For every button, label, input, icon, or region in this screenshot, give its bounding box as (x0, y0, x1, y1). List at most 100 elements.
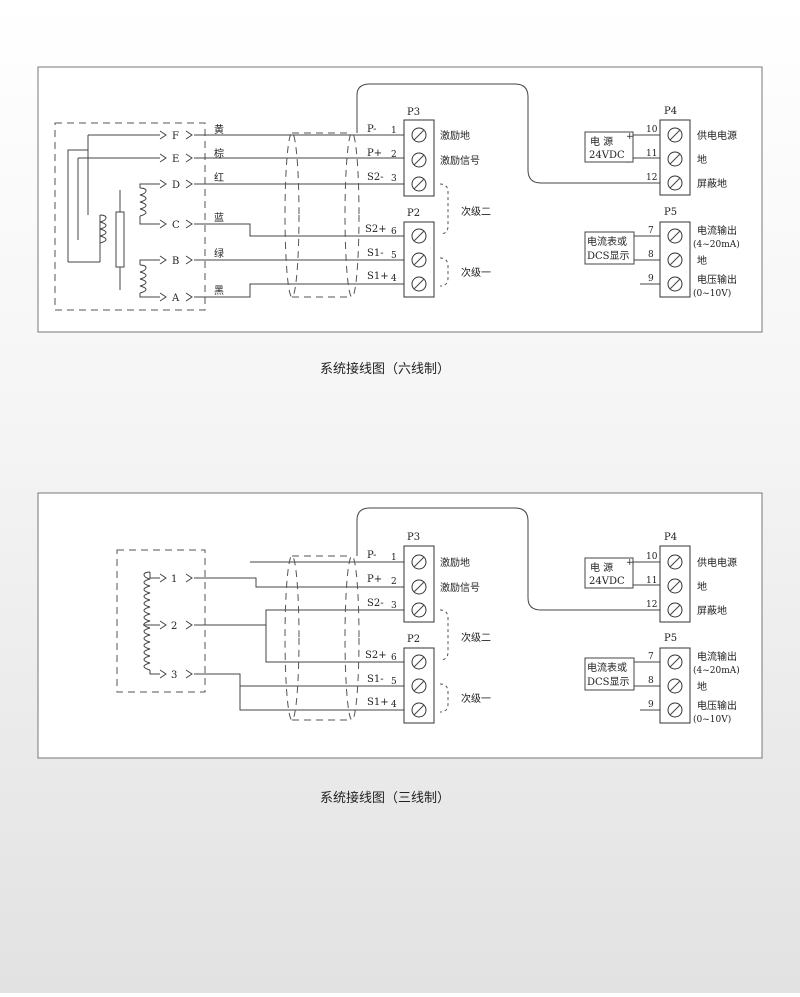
p2-pin6-number: 6 (391, 653, 397, 663)
p3-pin3-number: 3 (391, 174, 397, 184)
power-box-voltage: 24VDC (589, 576, 625, 587)
p2-pin5-number: 5 (391, 251, 397, 261)
p2-screws (411, 654, 427, 718)
secondary2-label: 次级二 (461, 205, 491, 218)
shield-ground-wire (356, 507, 665, 611)
lead-label-3: 3 (171, 670, 177, 681)
p4-pin10-number: 10 (646, 125, 658, 135)
sensor-housing (54, 122, 206, 311)
power-box-voltage: 24VDC (589, 150, 625, 161)
p2-pin6-signal: S2+ (365, 224, 387, 235)
p5-pin8-desc: 地 (697, 680, 707, 693)
p3-pin1-signal: P- (367, 124, 377, 135)
primary-coil (99, 214, 107, 262)
p5-title: P5 (664, 633, 677, 644)
p4-pin11-desc: 地 (697, 580, 707, 593)
p3-screws (411, 127, 427, 192)
p5-pin9-desc: 电压输出 (697, 273, 737, 286)
meter-box-line2: DCS显示 (587, 250, 630, 262)
p4-pin11-number: 11 (646, 576, 657, 586)
meter-box-line2: DCS显示 (587, 676, 630, 688)
lead-label-c: C (172, 220, 180, 231)
p4-pin11-number: 11 (646, 149, 657, 159)
cable-wires (194, 561, 405, 711)
p2-pin6-signal: S2+ (365, 650, 387, 661)
meter-box (584, 231, 635, 265)
meter-box-line1: 电流表或 (587, 235, 627, 248)
p5-pin7-number: 7 (648, 652, 654, 662)
power-plus-sign: + (626, 132, 634, 142)
wire-color-blue: 蓝 (214, 212, 224, 224)
p5-title: P5 (664, 207, 677, 218)
secondary1-bracket (439, 257, 449, 287)
lead-label-1: 1 (171, 574, 177, 585)
transducer-coil (143, 571, 151, 671)
p5-pin7-range: (4~20mA) (693, 239, 740, 250)
p4-pin10-desc: 供电电源 (697, 556, 737, 569)
power-box-label: 电 源 (590, 135, 613, 148)
core-rod (115, 211, 125, 268)
secondary2-label: 次级二 (461, 631, 491, 644)
wire-color-yellow: 黄 (214, 123, 224, 136)
power-supply-box (584, 557, 634, 589)
coil-taps (143, 572, 160, 675)
meter-box (584, 657, 635, 691)
p2-pin5-number: 5 (391, 677, 397, 687)
sensor-leads (77, 134, 160, 298)
p2-pin5-signal: S1- (367, 674, 384, 685)
p5-pin9-range: (0~10V) (693, 714, 731, 725)
p3-title: P3 (407, 107, 420, 118)
p2-title: P2 (407, 634, 420, 645)
p2-title: P2 (407, 208, 420, 219)
three-wire-caption: 系统接线图（三线制） (320, 790, 450, 806)
p3-screws (411, 554, 427, 618)
p5-pin8-number: 8 (648, 676, 654, 686)
wire-color-red: 红 (214, 171, 224, 184)
p3-pin2-desc: 激励信号 (440, 581, 480, 594)
p2-screws (411, 228, 427, 292)
cable-shield-right (344, 555, 360, 721)
power-supply-box (584, 131, 634, 163)
p5-pin8-desc: 地 (697, 254, 707, 267)
p2-pin4-number: 4 (391, 700, 397, 710)
p5-pin9-desc: 电压输出 (697, 699, 737, 712)
sensor-housing (116, 549, 206, 693)
p3-title: P3 (407, 532, 420, 543)
lead-label-b: B (172, 256, 179, 267)
p3-pin2-signal: P+ (367, 148, 382, 159)
p3-pin1-desc: 激励地 (440, 556, 470, 569)
primary-lead-wire (67, 149, 88, 262)
p4-pin10-desc: 供电电源 (697, 129, 737, 142)
six-wire-caption: 系统接线图（六线制） (320, 361, 450, 377)
lead-label-a: A (171, 293, 180, 304)
six-wire-diagram: F E D C B A 黄 棕 红 蓝 绿 黑 P3 (37, 66, 763, 377)
wire-color-brown: 棕 (214, 147, 224, 160)
p3-pin2-signal: P+ (367, 574, 382, 585)
p3-pin1-number: 1 (391, 553, 397, 563)
p3-pin1-number: 1 (391, 126, 397, 136)
p2-pin4-signal: S1+ (367, 271, 389, 282)
p4-pin12-desc: 屏蔽地 (697, 604, 727, 617)
p5-pin8-number: 8 (648, 250, 654, 260)
p4-pin10-number: 10 (646, 552, 658, 562)
p3-pin1-desc: 激励地 (440, 129, 470, 142)
p4-title: P4 (664, 106, 677, 117)
p5-screws (667, 654, 683, 718)
p3-pin2-desc: 激励信号 (440, 154, 480, 167)
power-minus-sign: _ (626, 579, 631, 589)
p3-pin2-number: 2 (391, 150, 397, 160)
p3-pin3-signal: S2- (367, 598, 384, 609)
p4-pin12-desc: 屏蔽地 (697, 177, 727, 190)
p2-pin4-number: 4 (391, 274, 397, 284)
p2-pin6-number: 6 (391, 227, 397, 237)
cable-shield-right (344, 132, 360, 298)
p5-pin7-desc: 电流输出 (697, 650, 737, 663)
p5-pin7-desc: 电流输出 (697, 224, 737, 237)
cable-shield-left (284, 555, 300, 721)
lead-connectors: 1 2 3 (159, 573, 193, 681)
p4-screws (667, 554, 683, 618)
secondary2-bracket (439, 183, 449, 235)
p2-pin4-signal: S1+ (367, 697, 389, 708)
p3-pin3-signal: S2- (367, 172, 384, 183)
